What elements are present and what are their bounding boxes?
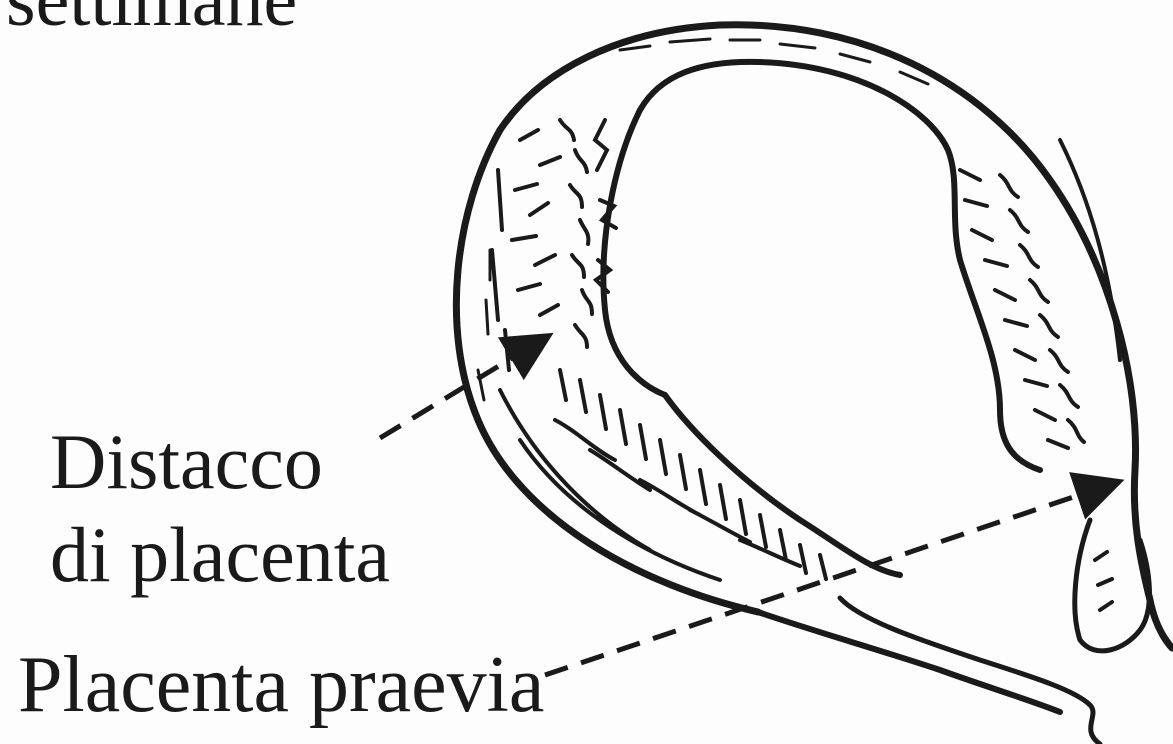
distacco-label-line1: Distacco [50, 423, 323, 501]
cervix-tip [1075, 520, 1150, 651]
praevia-pointer-arrow [545, 483, 1115, 675]
distacco-label-line2: di placenta [50, 516, 390, 594]
vaginal-wall [840, 598, 1100, 744]
uterine-outer-wall [456, 25, 1172, 648]
placenta-right-tissue [960, 140, 1120, 610]
placenta-lower-tissue [500, 370, 826, 580]
cervical-canal-lower [758, 612, 1060, 712]
praevia-label: Placenta praevia [18, 645, 544, 725]
placenta-left-tissue [492, 120, 616, 370]
uterine-inner-wall [603, 62, 1040, 470]
wall-texture [478, 39, 928, 400]
